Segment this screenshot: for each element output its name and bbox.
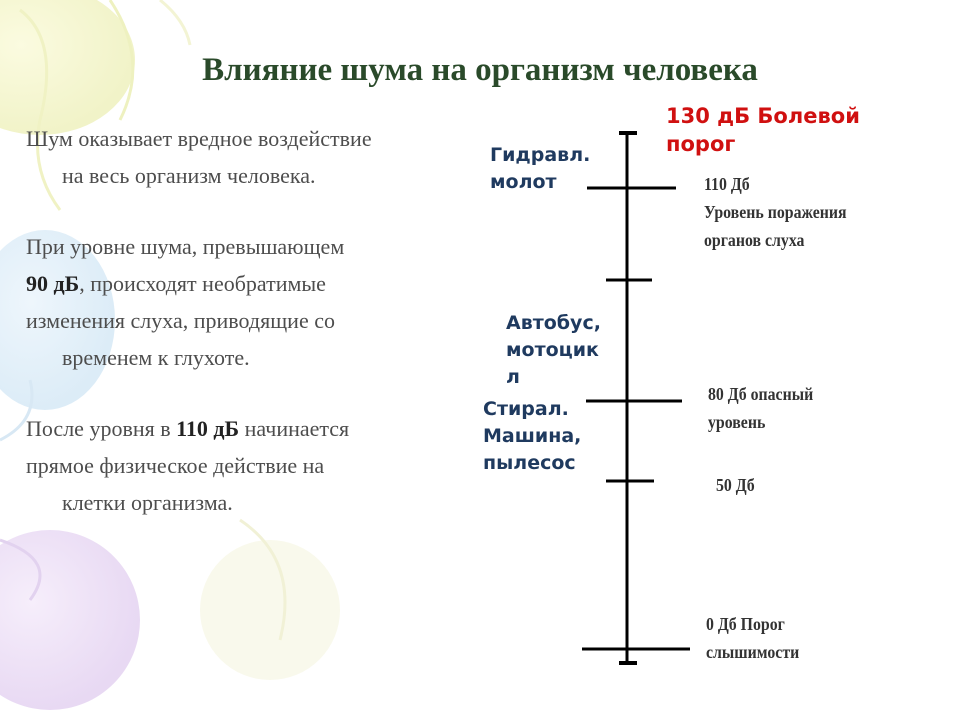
label-line: 130 дБ Болевой bbox=[666, 104, 860, 128]
label-line: л bbox=[506, 366, 520, 388]
label-line: мотоцик bbox=[506, 339, 599, 361]
paragraph-90db: При уровне шума, превышающем 90 дБ, прои… bbox=[26, 228, 466, 376]
label-0db: 0 Дб Порог слышимости bbox=[706, 610, 799, 666]
label-line: 80 Дб опасный bbox=[708, 384, 814, 404]
paragraph-text: , происходят необратимые bbox=[79, 271, 326, 296]
paragraph-line: Шум оказывает вредное воздействие bbox=[26, 126, 372, 151]
paragraph-text: начинается bbox=[239, 416, 350, 441]
balloon-top-center bbox=[159, 0, 192, 46]
paragraph-line: временем к глухоте. bbox=[62, 345, 250, 370]
page-title: Влияние шума на организм человека bbox=[202, 52, 758, 88]
paragraph-110db: После уровня в 110 дБ начинается прямое … bbox=[26, 410, 466, 521]
label-line: Гидравл. bbox=[490, 144, 591, 166]
label-80db: 80 Дб опасный уровень bbox=[708, 380, 813, 436]
label-110db: 110 Дб Уровень поражения органов слуха bbox=[704, 170, 847, 254]
label-line: Автобус, bbox=[506, 312, 601, 334]
paragraph-text: После уровня в bbox=[26, 416, 177, 441]
balloon-mid-left bbox=[0, 230, 115, 442]
label-bus-motorcycle: Автобус, мотоцик л bbox=[506, 310, 601, 391]
label-line: пылесос bbox=[483, 452, 576, 474]
label-hydraulic-hammer: Гидравл. молот bbox=[490, 142, 590, 196]
label-line: органов слуха bbox=[704, 230, 805, 250]
bold-110db: 110 дБ bbox=[176, 416, 240, 441]
label-line: Стирал. bbox=[483, 398, 569, 420]
label-line: молот bbox=[490, 171, 557, 193]
balloon-top-left bbox=[0, 0, 135, 211]
balloon-bottom-center bbox=[200, 518, 340, 680]
paragraph-noise-harm: Шум оказывает вредное воздействие на вес… bbox=[26, 120, 466, 194]
label-washing-machine: Стирал. Машина, пылесос bbox=[483, 396, 581, 477]
label-line: 110 Дб bbox=[704, 174, 750, 194]
label-line: 0 Дб Порог bbox=[706, 614, 785, 634]
label-line: 50 Дб bbox=[716, 475, 755, 495]
label-line: Машина, bbox=[483, 425, 582, 447]
paragraph-line: 90 дБ, происходят необратимые bbox=[26, 265, 466, 302]
paragraph-line: на весь организм человека. bbox=[62, 163, 316, 188]
label-50db: 50 Дб bbox=[716, 471, 755, 499]
label-line: Уровень поражения bbox=[704, 202, 847, 222]
label-line: слышимости bbox=[706, 642, 800, 662]
label-line: порог bbox=[666, 132, 736, 156]
paragraph-line: изменения слуха, приводящие со bbox=[26, 308, 335, 333]
bold-90db: 90 дБ bbox=[26, 271, 80, 296]
paragraph-line: прямое физическое действие на bbox=[26, 453, 325, 478]
paragraph-line: После уровня в 110 дБ начинается bbox=[26, 410, 466, 447]
paragraph-line: При уровне шума, превышающем bbox=[26, 234, 345, 259]
label-line: уровень bbox=[708, 412, 766, 432]
pain-threshold-label: 130 дБ Болевой порог bbox=[666, 102, 860, 158]
balloon-bottom-left bbox=[0, 530, 140, 710]
paragraph-line: клетки организма. bbox=[62, 490, 233, 515]
